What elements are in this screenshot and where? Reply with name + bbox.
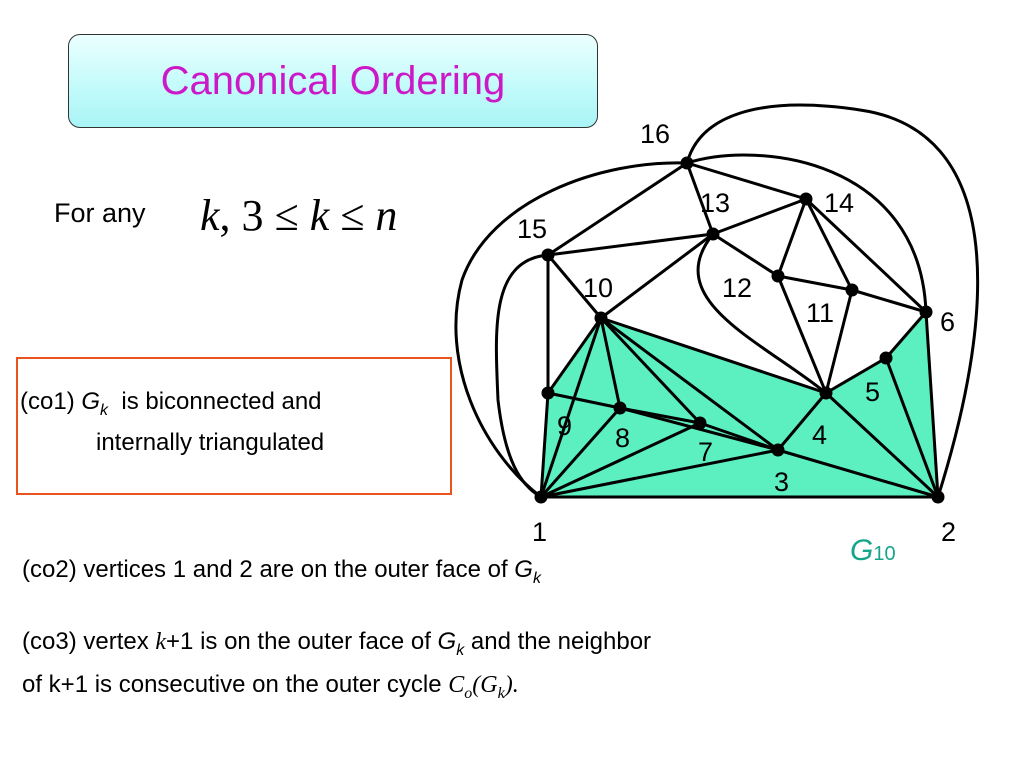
edge-4-12 xyxy=(776,275,828,394)
edge-5-2 xyxy=(884,357,940,498)
vertex-5 xyxy=(879,351,893,365)
vertex-label-13: 13 xyxy=(700,188,730,218)
edge-11-6 xyxy=(851,288,927,314)
edge-5-6 xyxy=(884,311,928,359)
edge-11-14 xyxy=(804,198,854,291)
edge-1-9 xyxy=(539,392,550,498)
vertex-7 xyxy=(693,416,707,430)
graph-label-g10: G10 xyxy=(850,534,896,567)
vertex-14 xyxy=(799,192,813,206)
vertex-13 xyxy=(706,227,720,241)
edge-4-10 xyxy=(600,316,827,395)
edge-8-10 xyxy=(599,317,622,409)
vertex-3 xyxy=(771,443,785,457)
co1-line1: (co1) Gk is biconnected and xyxy=(20,388,322,419)
vertex-label-1: 1 xyxy=(532,517,547,547)
edge-15-16 xyxy=(547,161,688,257)
edge-16-1-curve xyxy=(454,161,688,499)
vertex-1 xyxy=(534,490,548,504)
edge-12-14 xyxy=(776,198,808,277)
edge-7-10 xyxy=(599,316,702,425)
vertex-2 xyxy=(931,490,945,504)
edge-13-14 xyxy=(712,197,807,236)
edge-16-14 xyxy=(686,161,807,201)
vertex-label-5: 5 xyxy=(865,377,880,407)
edge-1-10 xyxy=(539,317,603,498)
edge-1-7 xyxy=(540,421,701,499)
vertex-11 xyxy=(845,283,859,297)
vertex-8 xyxy=(613,401,627,415)
edge-7-3 xyxy=(699,421,779,452)
co1-box xyxy=(16,357,452,495)
page-title: Canonical Ordering xyxy=(160,58,506,103)
title-box: Canonical Ordering xyxy=(68,34,598,128)
vertex-label-4: 4 xyxy=(812,420,827,450)
edge-12-11 xyxy=(777,274,853,292)
vertex-label-8: 8 xyxy=(615,423,630,453)
vertex-labels: 1 2 3 4 5 6 7 8 9 10 11 12 13 14 15 16 xyxy=(517,119,956,547)
co1-line2: internally triangulated xyxy=(96,429,325,456)
edge-4-5 xyxy=(825,356,887,395)
vertex-15 xyxy=(541,248,555,262)
edge-1-3 xyxy=(540,448,779,499)
vertex-4 xyxy=(819,386,833,400)
vertex-label-2: 2 xyxy=(941,517,956,547)
edge-3-2 xyxy=(777,448,939,499)
edge-13-15 xyxy=(547,232,714,257)
vertex-label-12: 12 xyxy=(722,273,752,303)
edge-3-10 xyxy=(600,316,779,452)
edge-16-6-curve xyxy=(686,153,928,313)
co2-line: (co2) vertices 1 and 2 are on the outer … xyxy=(22,556,541,587)
edge-4-11 xyxy=(824,289,854,394)
edge-15-1-curve xyxy=(494,253,549,499)
edge-6-2 xyxy=(924,311,940,498)
vertex-12 xyxy=(771,269,785,283)
vertex-label-16: 16 xyxy=(640,119,670,149)
co3-line1: (co3) vertex k+1 is on the outer face of… xyxy=(22,628,652,659)
edge-15-10 xyxy=(546,254,603,319)
vertex-label-3: 3 xyxy=(774,467,789,497)
edge-1-8 xyxy=(539,407,622,498)
edge-16-2-curve xyxy=(685,103,980,498)
for-any-text: For any xyxy=(54,198,146,228)
for-any-formula: k, 3 ≤ k ≤ n xyxy=(200,191,398,240)
edge-9-8 xyxy=(547,391,621,410)
vertex-label-14: 14 xyxy=(824,188,854,218)
graph-edges xyxy=(454,103,980,499)
edge-13-16 xyxy=(685,162,715,235)
edge-3-4 xyxy=(776,392,828,451)
vertex-10 xyxy=(594,311,608,325)
co3-line2: of k+1 is consecutive on the outer cycle… xyxy=(22,671,519,702)
vertex-label-15: 15 xyxy=(517,214,547,244)
edge-13-10 xyxy=(600,232,714,320)
edge-14-6 xyxy=(804,197,928,314)
vertex-label-11: 11 xyxy=(806,298,834,328)
edge-4-2 xyxy=(824,391,940,499)
edge-12-13 xyxy=(712,232,779,278)
vertex-16 xyxy=(680,156,694,170)
vertex-9 xyxy=(541,386,555,400)
edge-9-10 xyxy=(546,317,603,394)
vertex-label-9: 9 xyxy=(557,411,572,441)
vertex-label-6: 6 xyxy=(940,307,955,337)
vertex-6 xyxy=(919,305,933,319)
edge-13-4-curve xyxy=(696,233,827,395)
vertex-label-7: 7 xyxy=(698,437,713,467)
vertex-label-10: 10 xyxy=(583,273,613,303)
graph-vertices xyxy=(534,156,945,504)
